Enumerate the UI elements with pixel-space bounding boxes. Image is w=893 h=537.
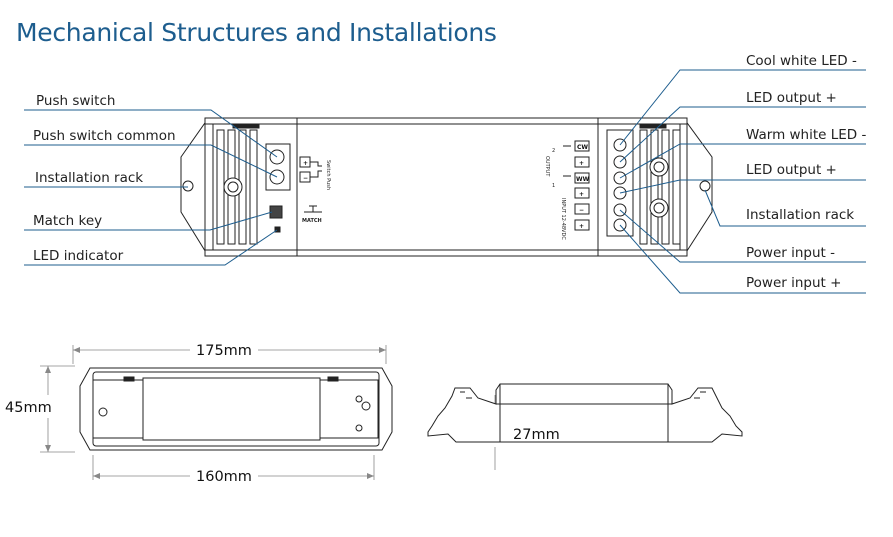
input-mark: INPUT 12-48VDC xyxy=(560,198,566,240)
label-match-key: Match key xyxy=(33,213,102,229)
label-cool-white-led: Cool white LED - xyxy=(746,53,857,69)
label-push-switch-common: Push switch common xyxy=(33,128,176,144)
device-markings: + − Switch Push MATCH OUTPUT 2 1 INPUT 1… xyxy=(302,144,590,240)
dim-width: 45mm xyxy=(5,400,52,416)
label-installation-rack-right: Installation rack xyxy=(746,207,854,223)
output-mark: OUTPUT xyxy=(544,156,550,177)
label-warm-white-led: Warm white LED - xyxy=(746,127,866,143)
switch-push-mark: Switch Push xyxy=(325,160,331,190)
label-power-input-minus: Power input - xyxy=(746,245,835,261)
label-installation-rack-left: Installation rack xyxy=(35,170,143,186)
terminal-minus: − xyxy=(579,207,584,214)
terminal-plus-2: + xyxy=(579,160,584,167)
terminal-plus-1: + xyxy=(579,191,584,198)
dimension-arrows xyxy=(45,347,386,479)
callout-lines xyxy=(24,69,866,294)
label-led-indicator: LED indicator xyxy=(33,248,124,264)
channel-2-mark: 2 xyxy=(552,148,555,154)
terminal-ww: WW xyxy=(576,176,590,183)
terminal-cw: CW xyxy=(577,144,588,151)
label-led-output-plus-1: LED output + xyxy=(746,90,837,106)
left-labels: Push switch Push switch common Installat… xyxy=(33,93,176,264)
terminal-plus-in: + xyxy=(579,223,584,230)
page-title: Mechanical Structures and Installations xyxy=(16,18,497,47)
channel-1-mark: 1 xyxy=(552,183,555,189)
dim-length-outer: 175mm xyxy=(196,343,252,359)
dimension-top-view xyxy=(79,367,393,451)
right-labels: Cool white LED - LED output + Warm white… xyxy=(746,53,866,291)
match-mark: MATCH xyxy=(302,218,322,224)
device-top-view xyxy=(180,117,713,257)
device-side-view xyxy=(427,383,743,443)
switch-term-plus: + xyxy=(303,160,308,167)
dim-height: 27mm xyxy=(513,427,560,443)
switch-term-minus: − xyxy=(303,175,308,182)
label-led-output-plus-2: LED output + xyxy=(746,162,837,178)
dim-length-inner: 160mm xyxy=(196,469,252,485)
label-push-switch: Push switch xyxy=(36,93,115,109)
label-power-input-plus: Power input + xyxy=(746,275,841,291)
